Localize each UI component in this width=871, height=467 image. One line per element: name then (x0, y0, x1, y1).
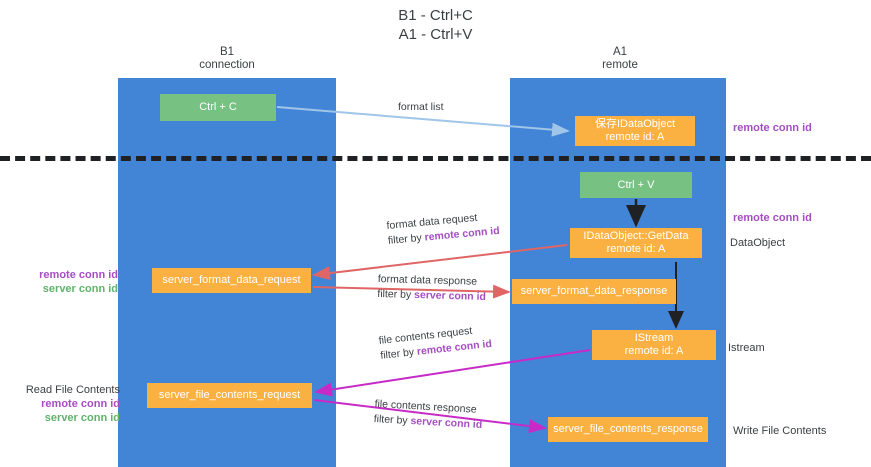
box-server-file-contents-response[interactable]: server_file_contents_response (548, 417, 708, 442)
box-save-idataobject[interactable]: 保存IDataObject remote id: A (575, 116, 695, 146)
label-fcresp-filter-key: server conn id (410, 415, 483, 432)
label-fdreq-filter-prefix: filter by (387, 231, 426, 247)
box-idataobject-getdata-line1: IDataObject::GetData (583, 230, 689, 242)
label-fcresp-filter-prefix: filter by (373, 412, 411, 428)
label-fcreq-filter-prefix: filter by (379, 345, 418, 362)
legend-left-middle: remote conn id server conn id (18, 268, 118, 296)
label-format-list: format list (398, 100, 444, 115)
legend-left-bottom-remote: remote conn id (41, 398, 120, 410)
title-line-2: A1 - Ctrl+V (398, 26, 473, 43)
box-server-file-contents-request[interactable]: server_file_contents_request (147, 383, 312, 408)
lane-header-a1-subtitle: remote (602, 59, 638, 71)
label-format-data-response-filter: filter by server conn id (377, 287, 486, 305)
legend-left-middle-remote: remote conn id (39, 269, 118, 281)
box-save-idataobject-line1: 保存IDataObject (594, 118, 676, 130)
lane-header-b1-subtitle: connection (199, 59, 255, 71)
label-format-data-request: format data request filter by remote con… (386, 209, 500, 249)
lane-header-b1-title: B1 (219, 46, 235, 58)
label-format-list-text: format list (398, 101, 444, 113)
side-label-remote-conn-id-mid: remote conn id (733, 212, 812, 224)
box-server-file-contents-request-label: server_file_contents_request (158, 389, 301, 401)
box-ctrl-v[interactable]: Ctrl + V (580, 172, 692, 198)
side-label-remote-conn-id-top: remote conn id (733, 122, 812, 134)
label-fdresp-filter-prefix: filter by (377, 287, 415, 302)
lane-header-a1-title: A1 (612, 46, 628, 58)
side-label-dataobject: DataObject (730, 237, 786, 249)
box-ctrl-v-label: Ctrl + V (617, 178, 655, 191)
label-fdresp-filter-key: server conn id (413, 289, 487, 304)
box-idataobject-getdata-line2: remote id: A (606, 243, 666, 255)
label-format-data-response: format data response filter by server co… (377, 272, 486, 305)
legend-left-bottom-server: server conn id (44, 412, 120, 424)
legend-left-bottom: Read File Contents remote conn id server… (18, 383, 120, 425)
side-label-istream: Istream (728, 342, 765, 354)
box-server-format-data-request[interactable]: server_format_data_request (152, 268, 311, 293)
box-idataobject-getdata[interactable]: IDataObject::GetData remote id: A (570, 228, 702, 258)
box-server-format-data-response[interactable]: server_format_data_response (512, 279, 676, 304)
box-ctrl-c-label: Ctrl + C (199, 101, 237, 113)
lane-header-b1: B1 connection (137, 46, 317, 72)
box-istream-line2: remote id: A (624, 345, 684, 357)
label-file-contents-request: file contents request filter by remote c… (378, 322, 493, 364)
section-divider (0, 156, 871, 161)
box-server-format-data-request-label: server_format_data_request (162, 274, 301, 286)
box-istream[interactable]: IStream remote id: A (592, 330, 716, 360)
title-line-1: B1 - Ctrl+C (398, 7, 473, 24)
page-title: B1 - Ctrl+C A1 - Ctrl+V (0, 6, 871, 44)
box-server-file-contents-response-label: server_file_contents_response (553, 423, 703, 435)
box-server-format-data-response-label: server_format_data_response (520, 285, 668, 297)
side-label-write-file-contents: Write File Contents (733, 425, 827, 437)
legend-left-middle-server: server conn id (42, 283, 118, 295)
box-ctrl-c[interactable]: Ctrl + C (160, 94, 276, 121)
box-save-idataobject-line2: remote id: A (605, 131, 665, 143)
legend-read-file-contents: Read File Contents (25, 384, 120, 396)
label-file-contents-response: file contents response filter by server … (373, 397, 483, 433)
box-istream-line1: IStream (634, 332, 674, 344)
lane-header-a1: A1 remote (530, 46, 710, 72)
